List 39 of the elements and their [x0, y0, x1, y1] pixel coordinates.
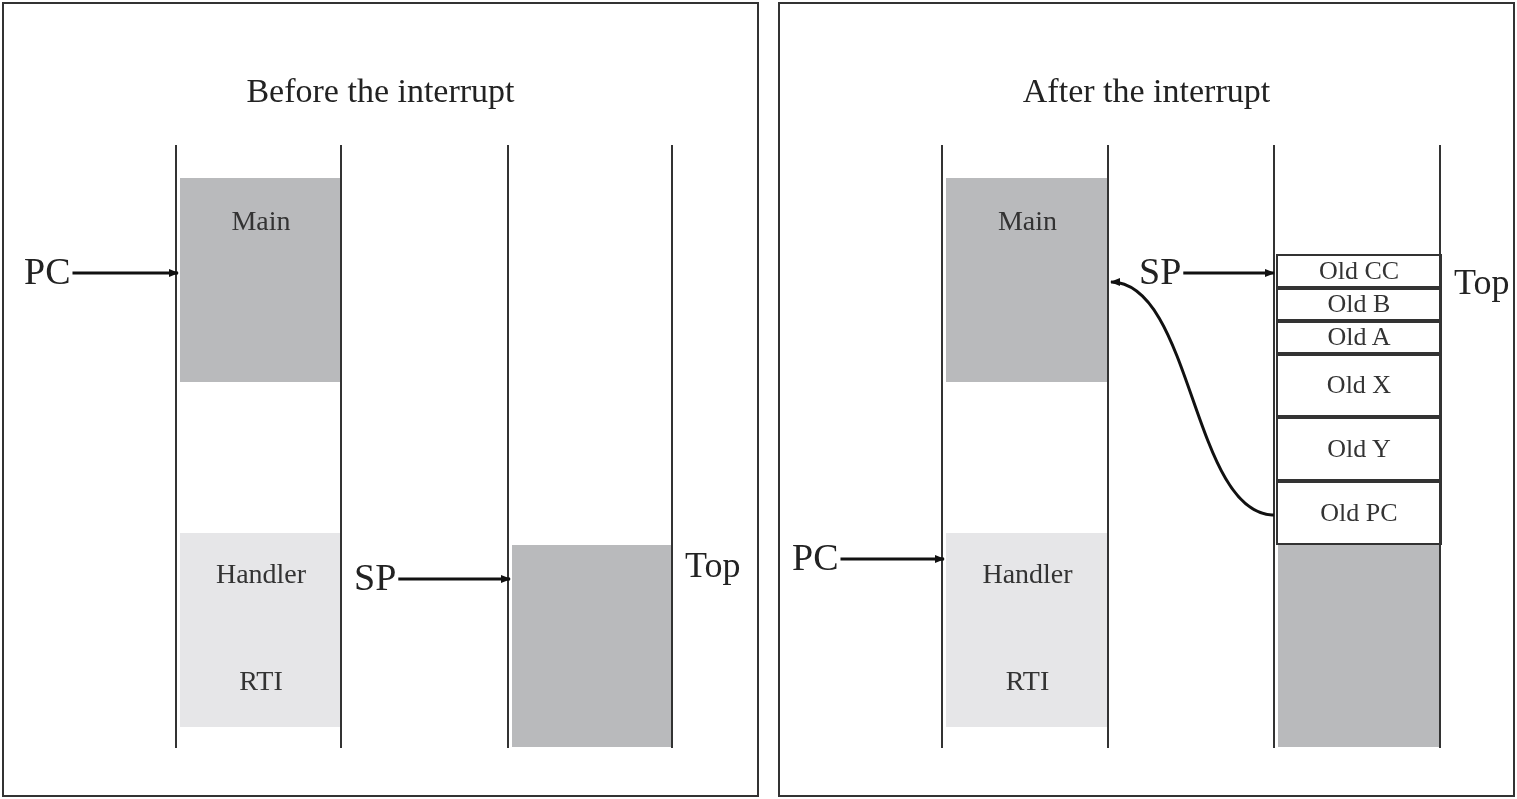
panel [778, 2, 1515, 797]
top-label: Top [1454, 264, 1510, 300]
pointer-label: PC [792, 538, 839, 576]
memory-block [946, 533, 1109, 727]
memory-block [946, 178, 1109, 382]
block-label: RTI [239, 665, 283, 697]
memory-block [180, 533, 342, 727]
block-label: Old Y [1327, 434, 1391, 464]
memory-block [1278, 545, 1441, 747]
panel-title: After the interrupt [1021, 72, 1272, 110]
block-label: Old X [1326, 371, 1392, 400]
block-label: Main [997, 206, 1058, 237]
stack-cell [1276, 354, 1442, 417]
arrow [398, 575, 511, 583]
arrow [840, 555, 945, 563]
block-label: RTI [1005, 665, 1050, 697]
arrow [72, 269, 179, 277]
block-label: Old PC [1320, 498, 1398, 528]
memory-block [512, 545, 673, 747]
pointer-label: SP [1139, 252, 1182, 290]
arrow [1110, 280, 1275, 517]
block-label: Main [231, 206, 291, 237]
top-label: Top [685, 547, 741, 583]
memory-block [180, 178, 342, 382]
block-label: Old CC [1318, 256, 1400, 286]
stack-cell [1276, 481, 1442, 545]
panel-title: Before the interrupt [245, 72, 516, 110]
stack-cell [1276, 321, 1442, 354]
block-label: Handler [982, 559, 1073, 590]
arrow [1183, 269, 1275, 277]
pointer-label: SP [354, 558, 397, 596]
stack-cell [1276, 417, 1442, 481]
stack-cell [1276, 288, 1442, 321]
block-label: Old A [1327, 323, 1391, 352]
block-label: Handler [215, 559, 307, 590]
stack-cell [1276, 254, 1442, 288]
pointer-label: PC [24, 252, 71, 290]
panel [2, 2, 759, 797]
block-label: Old B [1327, 290, 1391, 319]
